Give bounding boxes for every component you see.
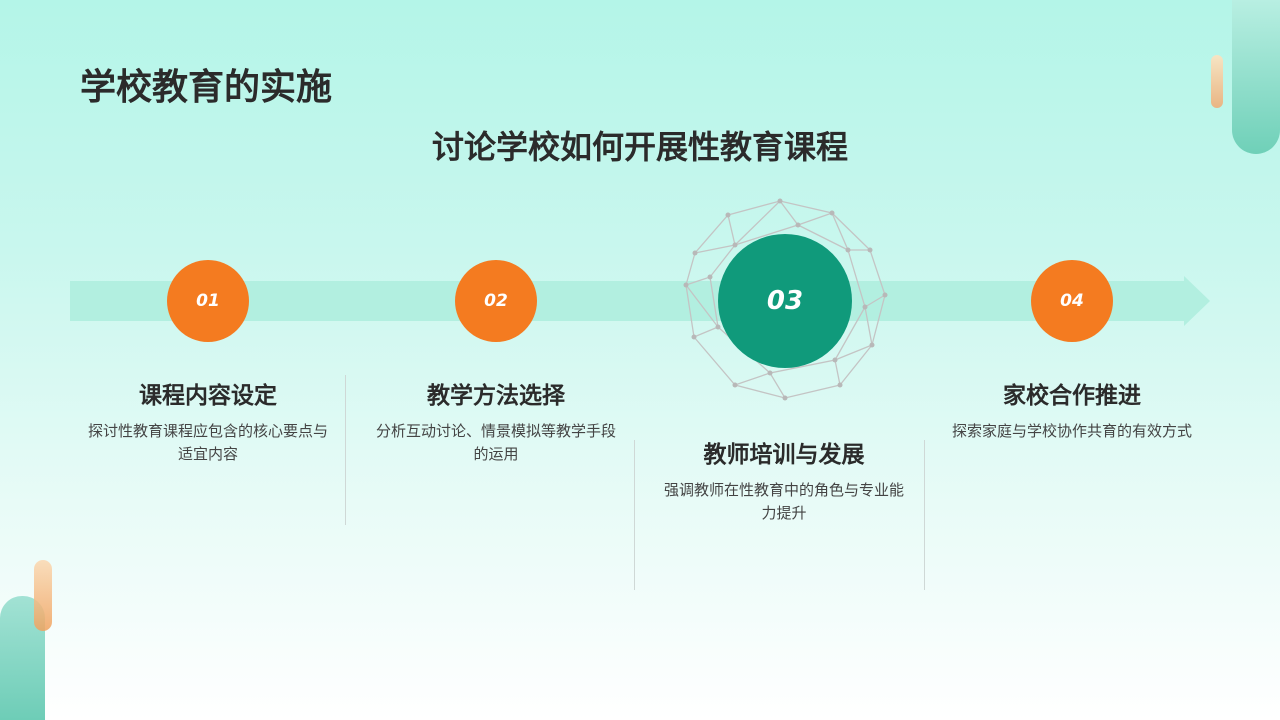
column-divider xyxy=(345,375,346,525)
step-02-description: 分析互动讨论、情景模拟等教学手段的运用 xyxy=(375,422,616,463)
step-03-card: 教师培训与发展 强调教师在性教育中的角色与专业能力提升 xyxy=(660,435,908,525)
step-04-badge: 04 xyxy=(1031,260,1113,342)
page-title: 学校教育的实施 xyxy=(80,67,333,108)
step-04-description: 探索家庭与学校协作共育的有效方式 xyxy=(951,422,1192,440)
step-04-card: 家校合作推进 探索家庭与学校协作共育的有效方式 xyxy=(948,376,1196,443)
page-subtitle: 讨论学校如何开展性教育课程 xyxy=(431,128,848,166)
step-02-title: 教学方法选择 xyxy=(427,383,565,409)
timeline-arrow-band xyxy=(70,281,1186,321)
decor-bar-top-right xyxy=(1211,55,1223,108)
step-03-description: 强调教师在性教育中的角色与专业能力提升 xyxy=(663,481,904,522)
step-01-card: 课程内容设定 探讨性教育课程应包含的核心要点与适宜内容 xyxy=(84,376,332,466)
step-02-badge: 02 xyxy=(455,260,537,342)
step-04-title: 家校合作推进 xyxy=(1003,383,1141,409)
step-01-description: 探讨性教育课程应包含的核心要点与适宜内容 xyxy=(87,422,328,463)
decor-bar-bottom-left xyxy=(34,560,52,631)
decor-pill-top-right xyxy=(1232,0,1280,154)
step-03-title: 教师培训与发展 xyxy=(703,442,865,468)
step-01-title: 课程内容设定 xyxy=(139,383,277,409)
column-divider xyxy=(634,440,635,590)
step-02-card: 教学方法选择 分析互动讨论、情景模拟等教学手段的运用 xyxy=(372,376,620,466)
step-03-badge: 03 xyxy=(718,234,852,368)
timeline-arrow-head xyxy=(1184,276,1210,326)
step-01-badge: 01 xyxy=(167,260,249,342)
column-divider xyxy=(924,440,925,590)
network-polygon-decoration xyxy=(683,198,888,401)
